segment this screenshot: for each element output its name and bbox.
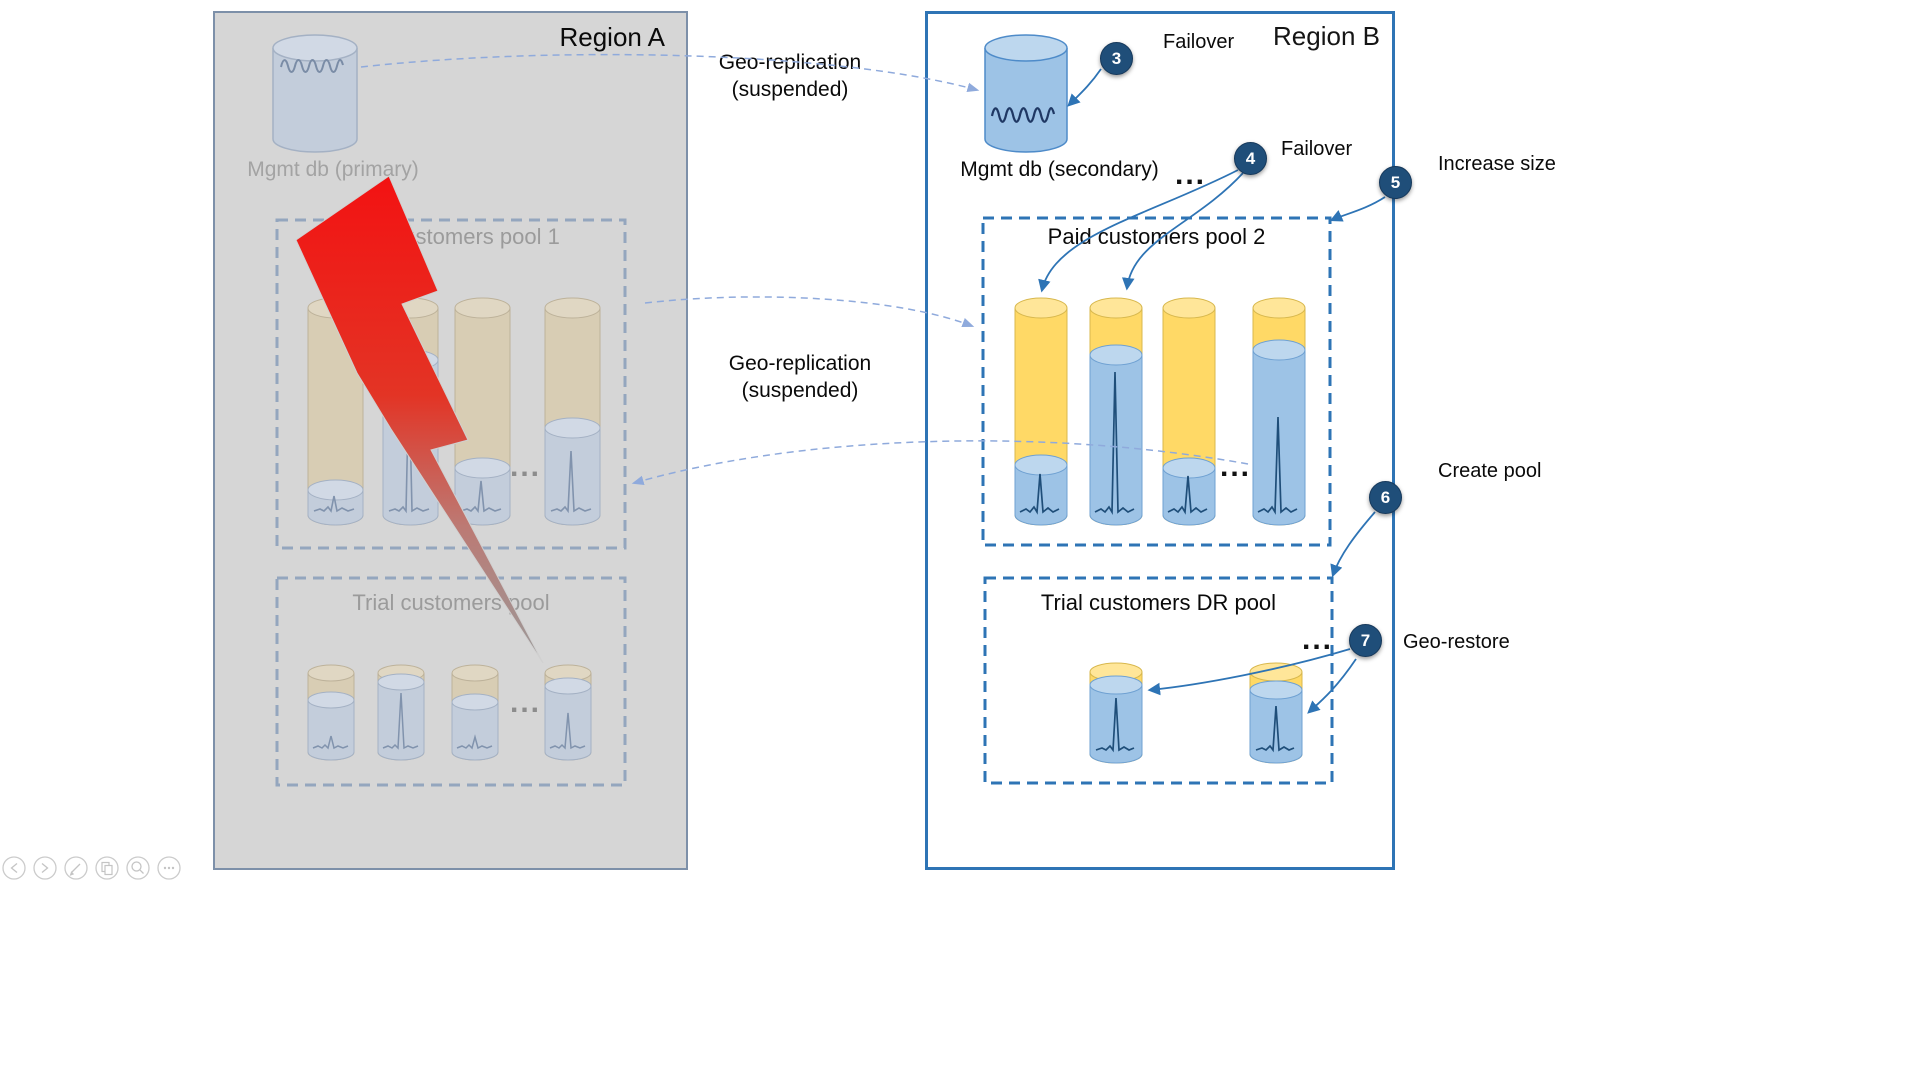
geo-replication-mid-line2: (suspended) — [741, 379, 859, 402]
trial-dr-ellipsis: ... — [1302, 623, 1334, 656]
step-6-badge: 6 — [1369, 481, 1402, 514]
trial-pool-title: Trial customers pool — [352, 590, 550, 615]
step-4-label: Failover — [1281, 138, 1353, 160]
step-7-number: 7 — [1360, 630, 1371, 650]
more-options-icon[interactable] — [157, 856, 181, 880]
mgmt-db-ellipsis: ... — [1175, 158, 1207, 191]
mgmt-db-primary-label: Mgmt db (primary) — [247, 158, 419, 181]
step-3-label: Failover — [1163, 31, 1235, 53]
region-b-title: Region B — [1273, 21, 1380, 51]
step-7-badge: 7 — [1349, 624, 1382, 657]
pool2-ellipsis: ... — [1220, 450, 1252, 483]
step-5-label: Increase size — [1438, 153, 1556, 175]
step-4-badge: 4 — [1234, 142, 1267, 175]
step-7-label: Geo-restore — [1403, 631, 1510, 653]
geo-replication-mid-label: Geo-replication (suspended) — [700, 350, 900, 404]
copy-icon[interactable] — [95, 856, 119, 880]
geo-replication-top-label: Geo-replication (suspended) — [690, 49, 890, 103]
pen-icon[interactable] — [64, 856, 88, 880]
step-5-number: 5 — [1390, 172, 1401, 192]
step-3-number: 3 — [1111, 48, 1122, 68]
trial-dr-pool-title: Trial customers DR pool — [1040, 590, 1277, 615]
zoom-icon[interactable] — [126, 856, 150, 880]
geo-replication-top-line2: (suspended) — [731, 78, 849, 101]
pool2-title: Paid customers pool 2 — [1047, 224, 1266, 249]
step-6-label: Create pool — [1438, 460, 1542, 482]
geo-replication-top-line1: Geo-replication — [718, 51, 862, 74]
previous-icon[interactable] — [2, 856, 26, 880]
step-6-number: 6 — [1380, 487, 1391, 507]
geo-replication-mid-line1: Geo-replication — [728, 352, 872, 375]
region-a-box — [213, 11, 688, 870]
viewer-toolbar — [2, 856, 181, 880]
region-a-title: Region A — [559, 22, 665, 52]
mgmt-db-secondary-label: Mgmt db (secondary) — [960, 158, 1159, 181]
pool1-title: Paid customers pool 1 — [342, 224, 560, 249]
pool1-ellipsis: ... — [510, 450, 542, 483]
geo-replication-arrow-mid-right — [644, 296, 975, 328]
step-3-badge: 3 — [1100, 42, 1133, 75]
next-icon[interactable] — [33, 856, 57, 880]
step-4-number: 4 — [1245, 148, 1256, 168]
trial-pool-ellipsis: ... — [510, 686, 542, 719]
step-5-badge: 5 — [1379, 166, 1412, 199]
